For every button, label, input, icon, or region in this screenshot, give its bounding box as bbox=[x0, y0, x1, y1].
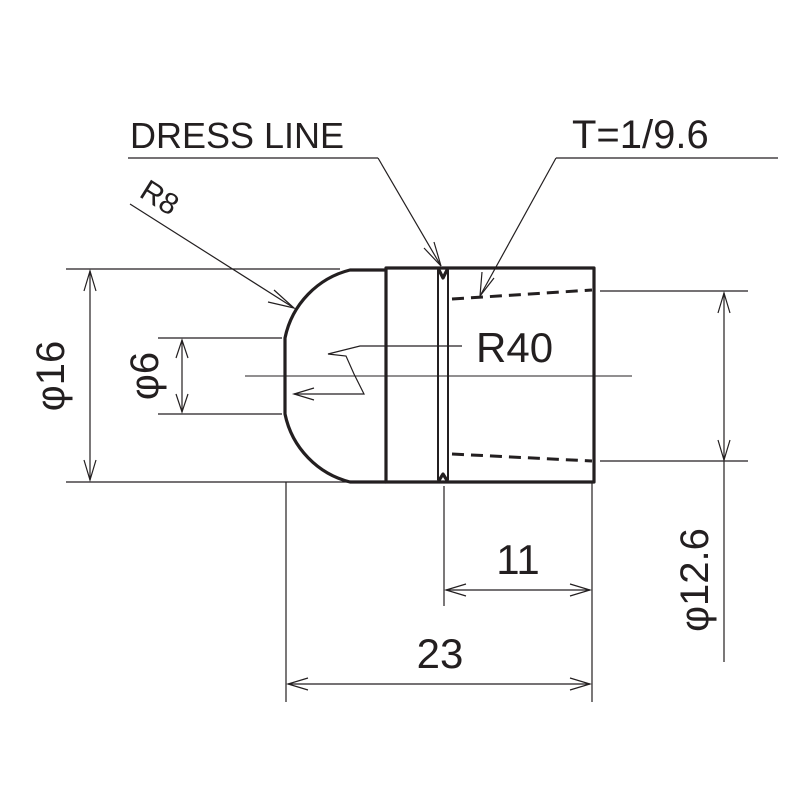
label-len23: 23 bbox=[417, 630, 464, 677]
dress-groove-bottom bbox=[436, 472, 450, 483]
r40-leader bbox=[294, 345, 462, 395]
label-len11: 11 bbox=[496, 536, 540, 583]
extension-lines bbox=[66, 268, 748, 702]
taper-hidden-top bbox=[451, 288, 593, 301]
part-outline bbox=[245, 266, 632, 484]
label-dia6: φ6 bbox=[123, 352, 167, 400]
label-r40: R40 bbox=[476, 324, 553, 371]
body-section bbox=[384, 266, 596, 484]
label-taper: T=1/9.6 bbox=[572, 113, 709, 157]
label-dia12-6: φ12.6 bbox=[673, 528, 717, 632]
dress-line-leader bbox=[377, 157, 442, 267]
annotations: DRESS LINE T=1/9.6 R8 R40 φ16 φ6 φ12.6 1… bbox=[29, 113, 717, 677]
taper-hidden-bottom bbox=[451, 452, 593, 463]
label-r8: R8 bbox=[134, 174, 184, 222]
label-dress-line: DRESS LINE bbox=[130, 115, 344, 156]
dimension-lines bbox=[83, 268, 731, 691]
r8-leader bbox=[129, 203, 295, 309]
taper-leader bbox=[479, 157, 557, 297]
dress-groove bbox=[436, 267, 450, 280]
label-dia16: φ16 bbox=[29, 341, 73, 411]
leaders bbox=[128, 157, 778, 401]
